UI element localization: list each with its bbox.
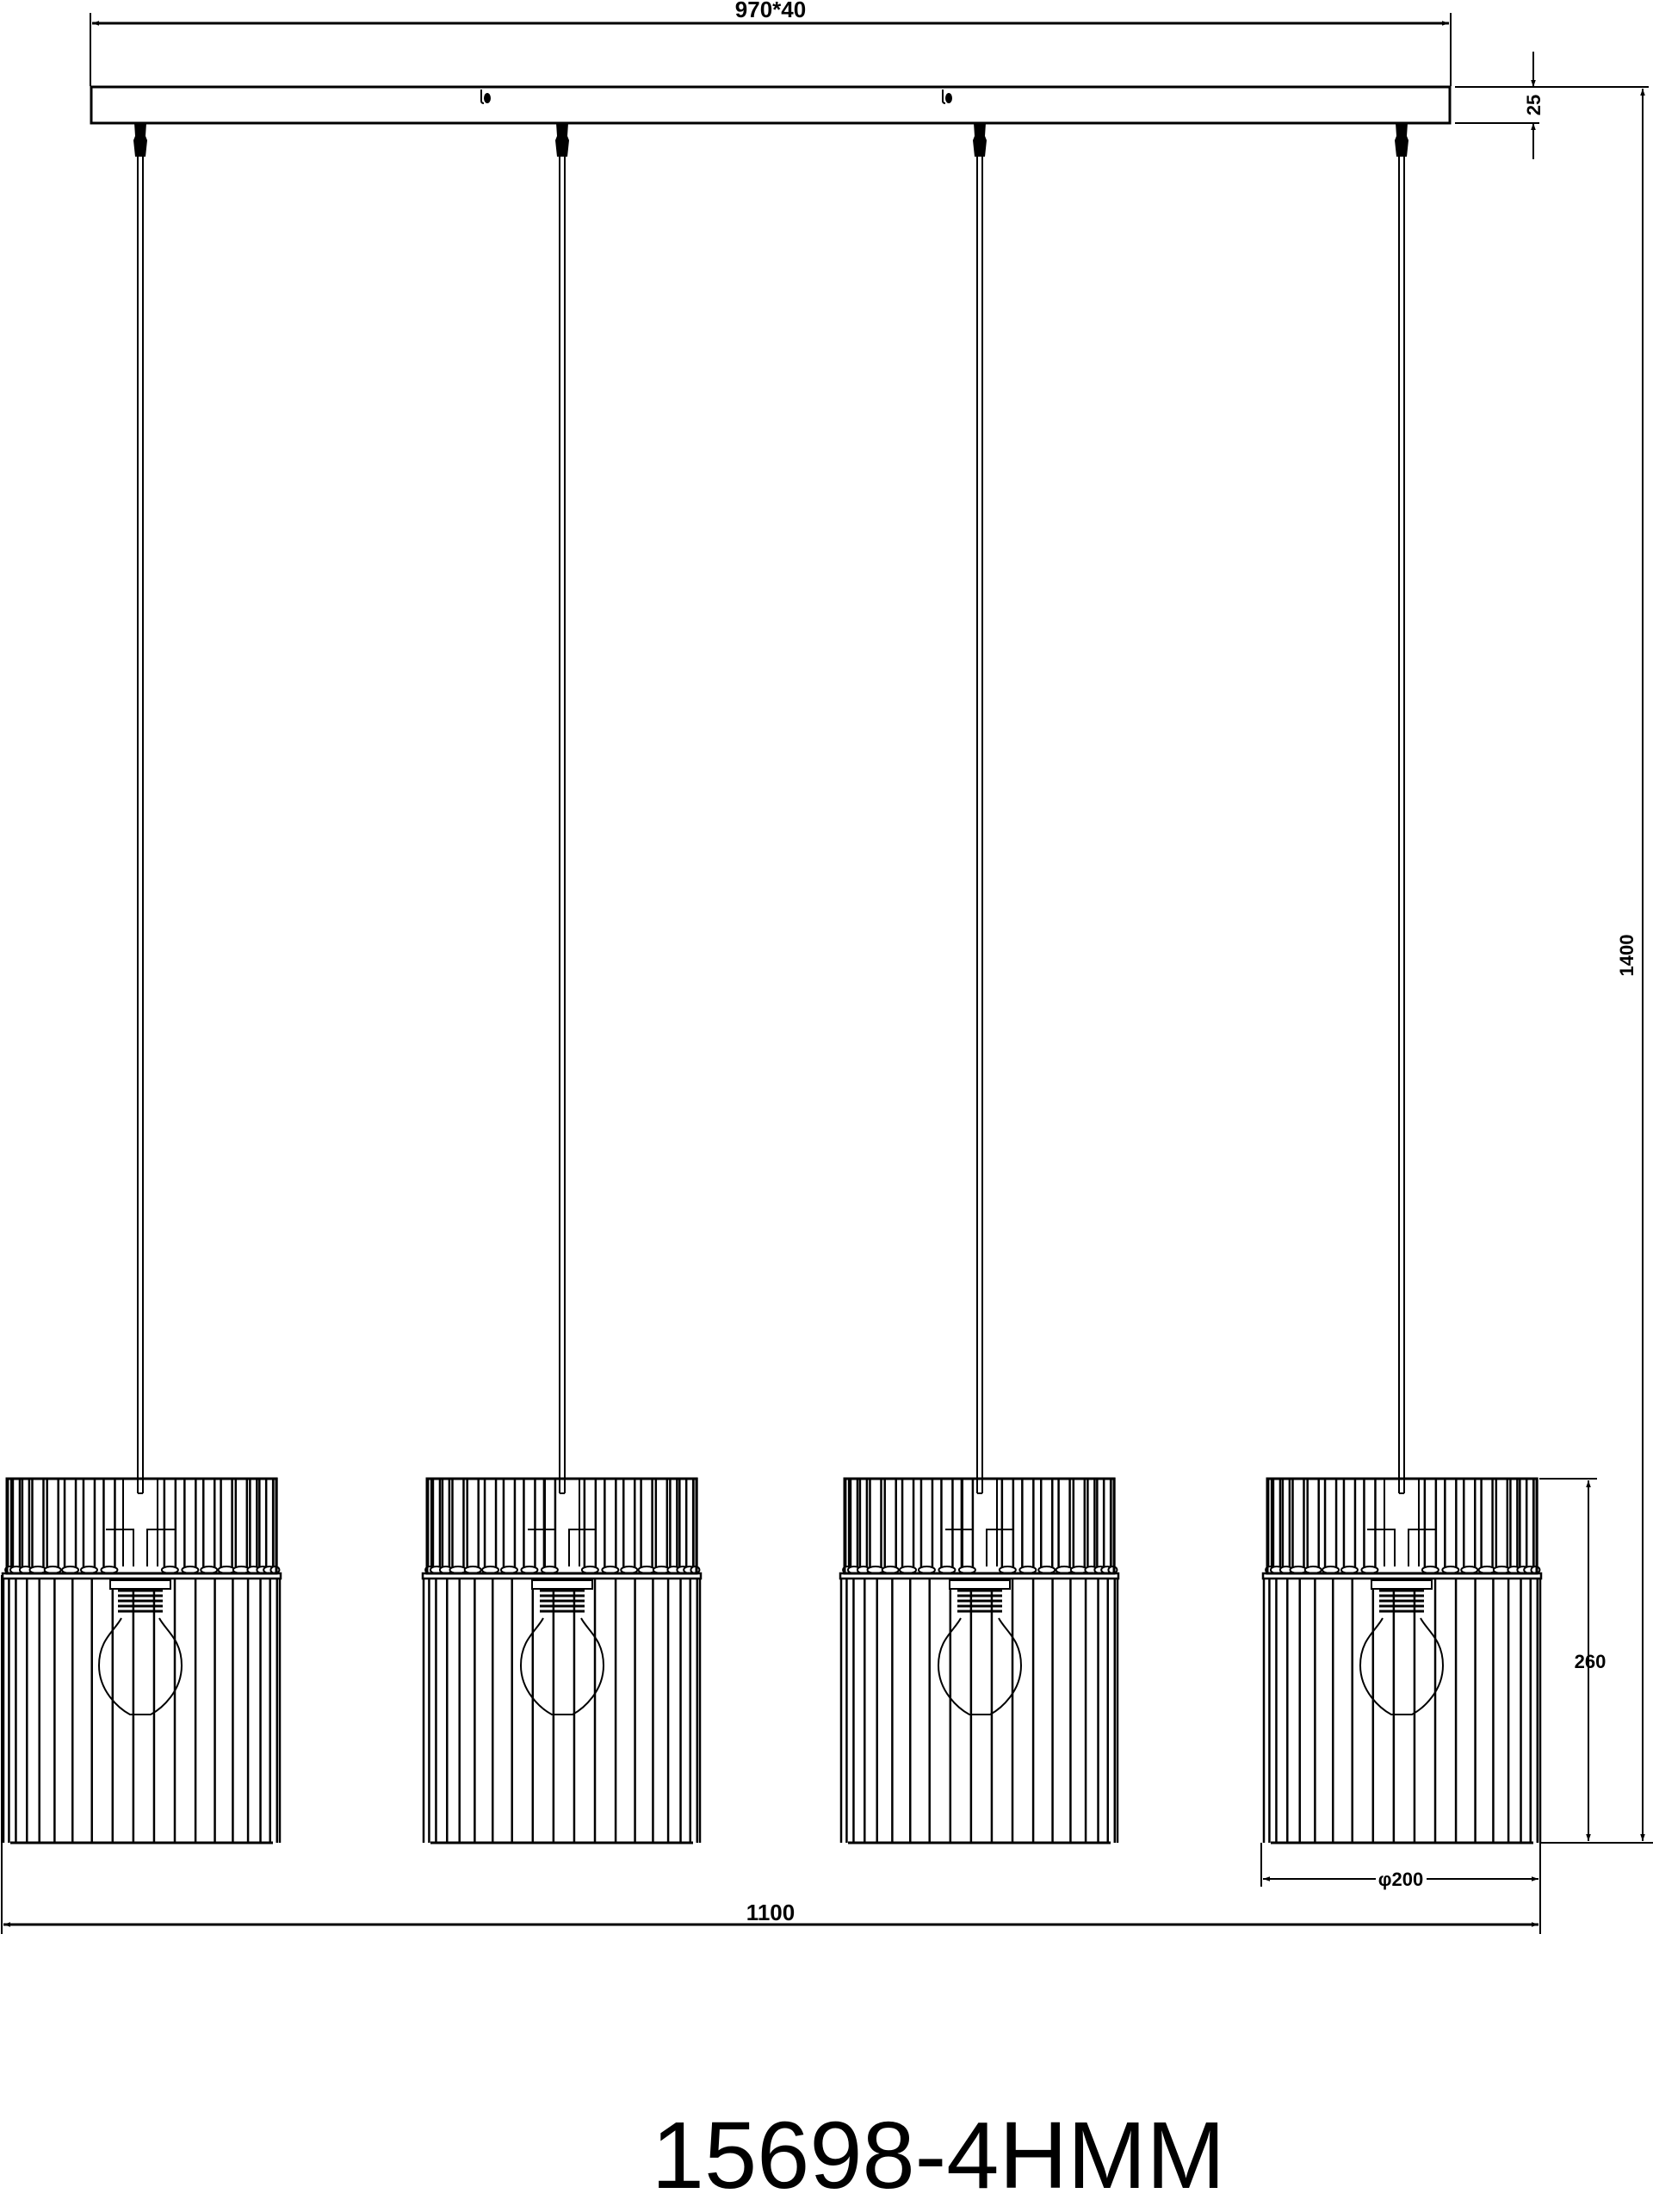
pendant-lamp [1, 123, 282, 1844]
canopy-width-dimension: 970*40 [90, 0, 1452, 86]
model-number: 15698-4HMM [651, 2103, 1226, 2209]
pendant-lamp [1261, 123, 1543, 1844]
shade-height-label: 260 [1575, 1651, 1607, 1672]
canopy-height-label: 25 [1523, 95, 1545, 115]
shade-lower-rods [2, 1579, 282, 1844]
shade-height-dimension: 260 [1539, 1478, 1653, 1844]
shade-upper-rods [842, 1477, 1118, 1574]
light-bulb-icon [97, 1579, 183, 1715]
canopy-bar [90, 85, 1452, 125]
shade-lower-rods [839, 1579, 1119, 1844]
cord-connector-icon [555, 123, 569, 157]
shade-diameter-dimension: φ200 [1260, 1843, 1541, 1934]
shade-lower-rods [1262, 1579, 1542, 1844]
mounting-hook-icon [942, 90, 952, 104]
cord-connector-icon [973, 123, 987, 157]
shade-lower-rods [422, 1579, 702, 1844]
light-bulb-icon [937, 1579, 1023, 1715]
mounting-hook-icon [480, 90, 491, 104]
total-height-dimension: 1400 [1616, 89, 1645, 1841]
total-width-dimension: 1100 [1, 1575, 1538, 1934]
shade-diameter-label: φ200 [1378, 1869, 1423, 1890]
cord-connector-icon [133, 123, 147, 157]
light-bulb-icon [1359, 1579, 1445, 1715]
pendant-lamp [421, 123, 703, 1844]
cord-connector-icon [1395, 123, 1408, 157]
light-bulb-icon [519, 1579, 605, 1715]
total-width-label: 1100 [746, 1900, 795, 1925]
pendant-group [1, 123, 1543, 1844]
canopy-height-dimension: 25 [1455, 52, 1649, 159]
pendant-lamp [839, 123, 1120, 1844]
canopy-width-label: 970*40 [735, 0, 806, 22]
total-height-label: 1400 [1616, 935, 1638, 977]
